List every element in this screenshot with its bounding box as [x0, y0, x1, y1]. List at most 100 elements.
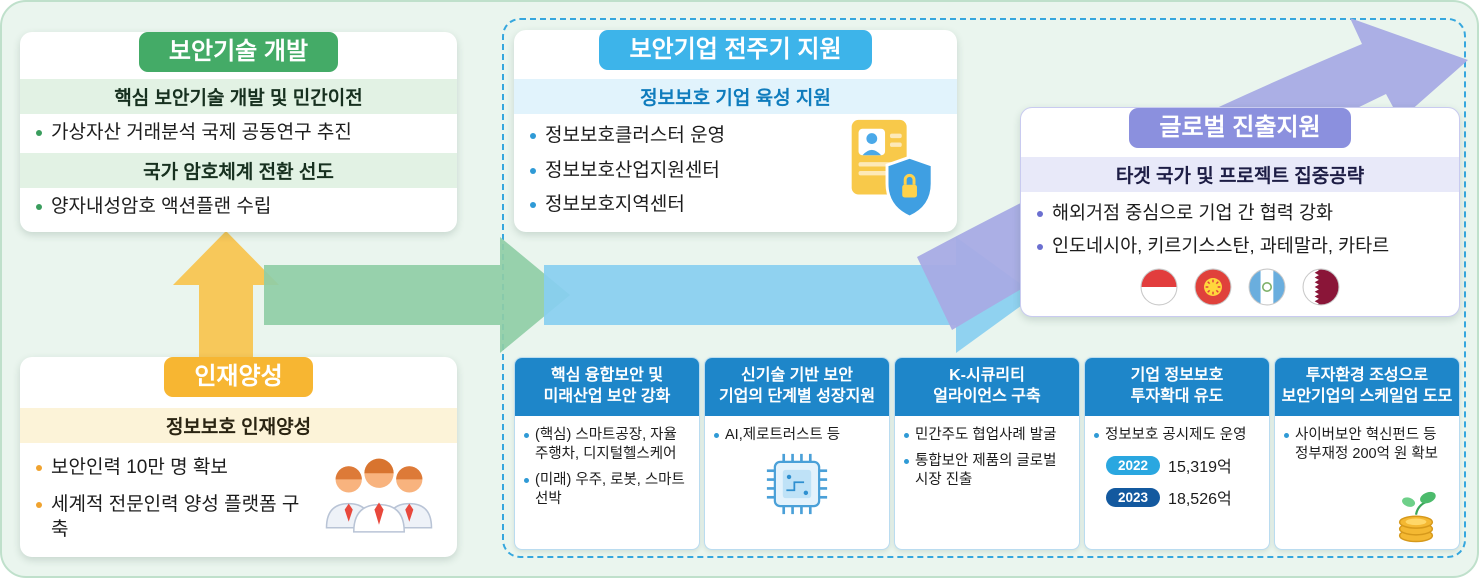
bullet-text: 보안인력 10만 명 확보	[51, 456, 228, 478]
card-title: 핵심 융합보안 및 미래산업 보안 강화	[515, 358, 699, 416]
bullet-item: 통합보안 제품의 글로벌 시장 진출	[904, 452, 1070, 490]
card-title: 투자환경 조성으로 보안기업의 스케일업 도모	[1275, 358, 1459, 416]
security-tech-sub1: 핵심 보안기술 개발 및 민간이전	[20, 78, 457, 114]
people-icon	[325, 458, 433, 533]
card-body: AI,제로트러스트 등	[705, 416, 889, 549]
company-support-title: 보안기업 전주기 지원	[599, 30, 872, 70]
guatemala-flag	[1248, 268, 1286, 306]
bullet-item: 해외거점 중심으로 기업 간 협력 강화	[1021, 201, 1459, 226]
card-title-line2: 투자확대 유도	[1130, 388, 1224, 405]
card-title-line2: 기업의 단계별 성장지원	[718, 388, 876, 405]
arrow-talent-to-tech	[173, 231, 279, 358]
bullet-item: 인도네시아, 키르기스스탄, 과테말라, 카타르	[1021, 234, 1459, 259]
bullet-item: 민간주도 협업사례 발굴	[904, 426, 1070, 445]
bullet-dot	[524, 433, 529, 438]
card-title-line2: 보안기업의 스케일업 도모	[1281, 388, 1453, 405]
bullet-item: 세계적 전문인력 양성 플랫폼 구축	[20, 492, 457, 543]
bullet-item: 보안인력 10만 명 확보	[20, 455, 457, 481]
bullet-dot	[1094, 433, 1099, 438]
bullet-text: 인도네시아, 키르기스스탄, 과테말라, 카타르	[1052, 235, 1390, 257]
stat-row-2022: 2022 15,319억	[1106, 453, 1260, 477]
bullet-dot	[36, 204, 42, 211]
company-support-subtitle: 정보보호 기업 육성 지원	[514, 79, 957, 115]
global-expansion-subtitle: 타겟 국가 및 프로젝트 집중공략	[1021, 156, 1459, 192]
global-expansion-title: 글로벌 진출지원	[1129, 108, 1351, 148]
talent-development-box: 인재양성 정보보호 인재양성 보안인력 10만 명 확보 세계적 전문인력 양성…	[20, 357, 457, 557]
bullet-dot	[36, 130, 42, 137]
bullet-dot	[530, 167, 536, 174]
bullet-dot	[1037, 244, 1043, 251]
card-title-line1: 신기술 기반 보안	[741, 367, 853, 385]
bullet-text: 정보보호 공시제도 운영	[1105, 427, 1247, 443]
bullet-text: 사이버보안 혁신펀드 등 정부재정 200억 원 확보	[1295, 427, 1438, 463]
card-body: 정보보호 공시제도 운영 2022 15,319억 2023 18,526억	[1085, 416, 1269, 549]
qatar-flag	[1302, 268, 1340, 306]
bullet-dot	[36, 501, 42, 508]
coins-sprout-icon	[1398, 491, 1436, 543]
security-tech-sub2: 국가 암호체계 전환 선도	[20, 152, 457, 188]
stat-row-2023: 2023 18,526억	[1106, 485, 1260, 509]
bullet-dot	[524, 478, 529, 484]
card-title-line1: 핵심 융합보안 및	[551, 367, 663, 385]
arrow-blue-right	[544, 237, 1036, 353]
bullet-text: 양자내성암호 액션플랜 수립	[51, 196, 272, 218]
bullet-text: 정보보호클러스터 운영	[545, 125, 726, 147]
bullet-item: 정보보호 공시제도 운영	[1094, 426, 1260, 445]
bullet-item: 양자내성암호 액션플랜 수립	[20, 194, 457, 220]
company-support-box: 보안기업 전주기 지원 정보보호 기업 육성 지원 정보보호클러스터 운영 정보…	[514, 30, 957, 232]
arrow-green-right	[264, 237, 570, 353]
bullet-dot	[530, 202, 536, 209]
bullet-item: (핵심) 스마트공장, 자율주행차, 디지털헬스케어	[524, 426, 690, 464]
card-title: K-시큐리티 얼라이언스 구축	[895, 358, 1079, 416]
talent-subtitle: 정보보호 인재양성	[20, 408, 457, 444]
security-tech-box: 보안기술 개발 핵심 보안기술 개발 및 민간이전 가상자산 거래분석 국제 공…	[20, 32, 457, 232]
bullet-item: 정보보호지역센터	[514, 192, 957, 218]
card-title-line2: 얼라이언스 구축	[933, 388, 1041, 405]
year-badge-2023: 2023	[1106, 487, 1161, 507]
bullet-dot	[904, 433, 909, 438]
bullet-text: AI,제로트러스트 등	[725, 427, 841, 443]
card-newtech-growth: 신기술 기반 보안 기업의 단계별 성장지원 AI,제로트러스트 등	[704, 357, 890, 550]
bullet-text: 민간주도 협업사례 발굴	[915, 427, 1057, 443]
card-title: 신기술 기반 보안 기업의 단계별 성장지원	[705, 358, 889, 416]
bullet-dot	[530, 133, 536, 140]
bullet-dot	[36, 464, 42, 471]
stat-value-2022: 15,319억	[1168, 459, 1232, 477]
bullet-dot	[904, 459, 909, 465]
bullet-item: (미래) 우주, 로봇, 스마트선박	[524, 471, 690, 509]
bullet-item: AI,제로트러스트 등	[714, 426, 880, 445]
bullet-dot	[1284, 433, 1289, 438]
bullet-dot	[1037, 210, 1043, 217]
country-flags	[1140, 268, 1340, 306]
bullet-text: 해외거점 중심으로 기업 간 협력 강화	[1052, 201, 1334, 223]
bullet-item: 사이버보안 혁신펀드 등 정부재정 200억 원 확보	[1284, 426, 1450, 464]
bullet-text: 세계적 전문인력 양성 플랫폼 구축	[51, 493, 300, 541]
stat-value-2023: 18,526억	[1168, 491, 1232, 509]
bullet-text: 통합보안 제품의 글로벌 시장 진출	[915, 453, 1057, 489]
card-scaleup-fund: 투자환경 조성으로 보안기업의 스케일업 도모 사이버보안 혁신펀드 등 정부재…	[1274, 357, 1460, 550]
card-title: 기업 정보보호 투자확대 유도	[1085, 358, 1269, 416]
year-badge-2022: 2022	[1106, 455, 1161, 475]
bullet-text: (미래) 우주, 로봇, 스마트선박	[535, 472, 685, 508]
card-title-line1: K-시큐리티	[949, 367, 1025, 385]
bullet-item: 가상자산 거래분석 국제 공동연구 추진	[20, 120, 457, 146]
card-k-security-alliance: K-시큐리티 얼라이언스 구축 민간주도 협업사례 발굴 통합보안 제품의 글로…	[894, 357, 1080, 550]
card-investment-disclosure: 기업 정보보호 투자확대 유도 정보보호 공시제도 운영 2022 15,319…	[1084, 357, 1270, 550]
card-title-line1: 투자환경 조성으로	[1305, 367, 1429, 385]
security-tech-title: 보안기술 개발	[138, 32, 339, 72]
bullet-text: 가상자산 거래분석 국제 공동연구 추진	[51, 122, 352, 144]
bullet-text: (핵심) 스마트공장, 자율주행차, 디지털헬스케어	[535, 427, 677, 463]
card-body: 사이버보안 혁신펀드 등 정부재정 200억 원 확보	[1275, 416, 1459, 549]
document-shield-lock-icon	[851, 119, 934, 219]
card-convergence-security: 핵심 융합보안 및 미래산업 보안 강화 (핵심) 스마트공장, 자율주행차, …	[514, 357, 700, 550]
bullet-text: 정보보호지역센터	[545, 194, 685, 216]
talent-title: 인재양성	[164, 357, 313, 397]
bullet-item: 정보보호클러스터 운영	[514, 123, 957, 149]
indonesia-flag	[1140, 268, 1178, 306]
circuit-chip-icon	[766, 454, 828, 515]
bullet-text: 정보보호산업지원센터	[545, 159, 720, 181]
card-title-line1: 기업 정보보호	[1130, 367, 1224, 385]
card-body: (핵심) 스마트공장, 자율주행차, 디지털헬스케어 (미래) 우주, 로봇, …	[515, 416, 699, 549]
card-body: 민간주도 협업사례 발굴 통합보안 제품의 글로벌 시장 진출	[895, 416, 1079, 549]
